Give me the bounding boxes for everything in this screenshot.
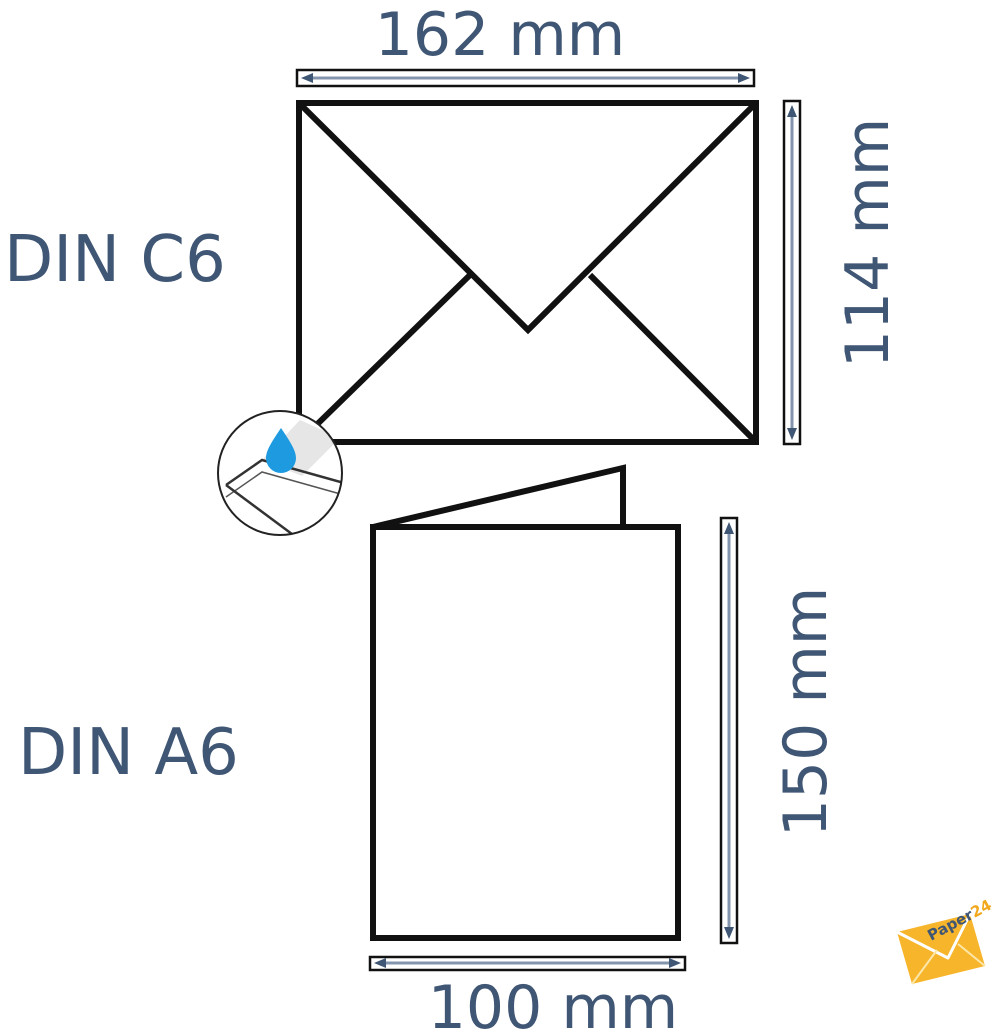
water-drop-icon (266, 428, 296, 473)
envelope-outline (296, 100, 759, 445)
envelope-height-dimension-bar (782, 99, 802, 446)
gummed-flap-zoom (217, 410, 343, 536)
envelope-format-label: DIN C6 (4, 223, 226, 297)
card-height-label: 150 mm (771, 587, 841, 838)
envelope-width-label: 162 mm (375, 0, 626, 70)
card-format-label: DIN A6 (18, 716, 239, 790)
card-height-dimension-bar (719, 516, 739, 945)
envelope-height-label: 114 mm (833, 118, 903, 369)
envelope-logo-icon (896, 913, 986, 985)
card-width-label: 100 mm (428, 973, 679, 1034)
paper24-logo: Paper24 (896, 896, 995, 985)
envelope-width-dimension-bar (295, 68, 756, 88)
folded-card-outline (370, 464, 681, 941)
card-width-dimension-bar (368, 955, 687, 972)
